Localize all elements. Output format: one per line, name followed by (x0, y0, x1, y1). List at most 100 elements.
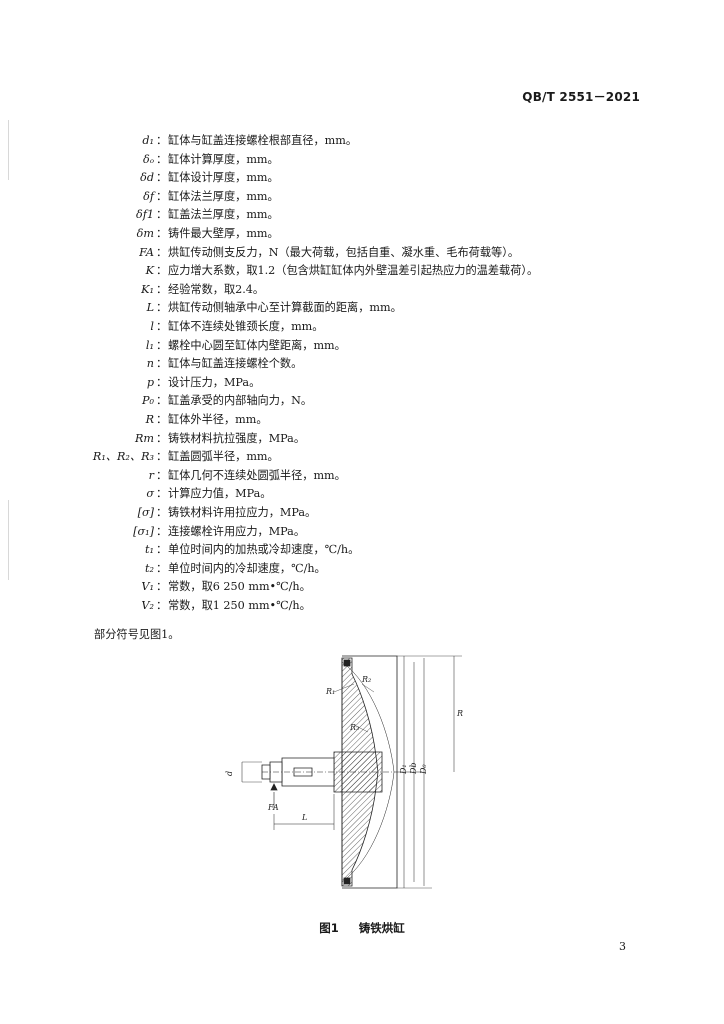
symbol-description: 烘缸传动侧支反力，N（最大荷载，包括自重、凝水重、毛布荷载等）。 (168, 245, 520, 259)
label-Do: D₀ (419, 764, 428, 775)
symbol-description: 缸盖圆弧半径，mm。 (168, 450, 279, 464)
symbol-description: 单位时间内的加热或冷却速度，℃/h。 (168, 543, 360, 557)
symbol-name: V₂ (141, 599, 154, 612)
symbol-description: 缸体法兰厚度，mm。 (168, 189, 279, 203)
symbol-row: δf：缸体法兰厚度，mm。 (0, 188, 724, 206)
symbol-name: l₁ (145, 338, 154, 352)
symbol-name: K₁ (141, 282, 154, 296)
symbol-description: 应力增大系数，取1.2（包含烘缸缸体内外壁温差引起热应力的温差载荷）。 (168, 264, 539, 278)
symbol-name: n (146, 357, 154, 371)
symbol-name: p (146, 375, 154, 389)
symbol-row: σ：计算应力值，MPa。 (0, 485, 724, 503)
symbol-name: Rm (134, 431, 154, 445)
symbol-description: 连接螺栓许用应力，MPa。 (168, 524, 306, 538)
label-L: L (301, 813, 307, 822)
symbol-row: d₁：缸体与缸盖连接螺栓根部直径，mm。 (0, 132, 724, 150)
label-R: R (456, 709, 463, 718)
symbol-separator: ： (156, 450, 168, 464)
symbol-separator: ： (156, 357, 168, 371)
label-FA: FA (267, 803, 279, 812)
symbol-row: K：应力增大系数，取1.2（包含烘缸缸体内外壁温差引起热应力的温差载荷）。 (0, 262, 724, 280)
symbol-row: [σ]：铸铁材料许用拉应力，MPa。 (0, 504, 724, 522)
symbol-name: δₒ (142, 152, 154, 166)
symbol-name: δf (143, 189, 154, 203)
symbol-name: [σ₁] (133, 524, 154, 538)
symbol-row: δm：铸件最大壁厚，mm。 (0, 225, 724, 243)
symbol-separator: ： (156, 375, 168, 389)
symbol-description: 铸件最大壁厚，mm。 (168, 227, 279, 240)
figure-caption: 图1 铸铁烘缸 (0, 920, 724, 936)
symbol-name: d₁ (142, 134, 154, 147)
symbol-separator: ： (156, 468, 168, 482)
label-D1: D₁ (399, 764, 408, 775)
symbol-row: V₁：常数，取6 250 mm•℃/h。 (0, 578, 724, 596)
symbol-description: 缸盖法兰厚度，mm。 (168, 208, 279, 222)
symbol-separator: ： (156, 301, 168, 315)
symbol-description: 常数，取1 250 mm•℃/h。 (168, 599, 311, 612)
dryer-cylinder-drawing: R₁ R₂ R₃ R D₁ Db D₀ d FA L (225, 655, 463, 889)
symbol-row: n：缸体与缸盖连接螺栓个数。 (0, 355, 724, 373)
symbol-separator: ： (156, 506, 168, 519)
symbol-separator: ： (156, 227, 168, 240)
symbol-name: t₂ (145, 561, 154, 575)
symbol-name: σ (146, 487, 154, 501)
symbol-name: R₁、R₂、R₃ (92, 450, 154, 464)
symbol-description: 设计压力，MPa。 (168, 375, 261, 389)
symbol-row: V₂：常数，取1 250 mm•℃/h。 (0, 597, 724, 615)
symbol-separator: ： (156, 580, 168, 594)
symbol-description: 烘缸传动侧轴承中心至计算截面的距离，mm。 (168, 301, 402, 315)
figure-reference-note: 部分符号见图1。 (94, 628, 180, 641)
symbol-row: K₁：经验常数，取2.4。 (0, 281, 724, 299)
label-R1: R₁ (325, 687, 335, 696)
symbol-row: Rm：铸铁材料抗拉强度，MPa。 (0, 430, 724, 448)
symbol-separator: ： (156, 134, 168, 147)
symbol-row: δₒ：缸体计算厚度，mm。 (0, 151, 724, 169)
symbol-description: 常数，取6 250 mm•℃/h。 (168, 580, 311, 594)
symbol-name: R (145, 413, 154, 426)
symbol-description: 缸体外半径，mm。 (168, 413, 268, 426)
symbol-separator: ： (156, 208, 168, 222)
symbol-separator: ： (156, 561, 168, 575)
symbol-separator: ： (156, 245, 168, 259)
symbol-name: [σ] (137, 506, 154, 519)
symbol-description: 缸体几何不连续处圆弧半径，mm。 (168, 468, 346, 482)
symbol-name: r (148, 468, 154, 482)
label-Db: Db (409, 762, 418, 775)
symbol-name: δd (140, 171, 154, 185)
symbol-separator: ： (156, 189, 168, 203)
symbol-row: r：缸体几何不连续处圆弧半径，mm。 (0, 467, 724, 485)
symbol-separator: ： (156, 599, 168, 612)
figure-title: 铸铁烘缸 (358, 921, 405, 935)
symbol-name: δf1 (136, 208, 154, 222)
symbol-row: R：缸体外半径，mm。 (0, 411, 724, 429)
symbol-row: L：烘缸传动侧轴承中心至计算截面的距离，mm。 (0, 299, 724, 317)
symbol-separator: ： (156, 152, 168, 166)
symbol-row: l₁：螺栓中心圆至缸体内壁距离，mm。 (0, 337, 724, 355)
symbol-row: FA：烘缸传动侧支反力，N（最大荷载，包括自重、凝水重、毛布荷载等）。 (0, 244, 724, 262)
symbol-description: 缸体与缸盖连接螺栓个数。 (168, 357, 303, 371)
symbol-separator: ： (156, 264, 168, 278)
symbol-description: 铸铁材料抗拉强度，MPa。 (168, 431, 306, 445)
symbol-row: [σ₁]：连接螺栓许用应力，MPa。 (0, 523, 724, 541)
symbol-name: L (146, 301, 154, 315)
symbol-separator: ： (156, 413, 168, 426)
symbol-row: p：设计压力，MPa。 (0, 374, 724, 392)
symbol-separator: ： (156, 431, 168, 445)
label-d: d (225, 771, 234, 776)
symbol-name: K (145, 264, 154, 278)
symbol-separator: ： (156, 524, 168, 538)
symbol-row: R₁、R₂、R₃：缸盖圆弧半径，mm。 (0, 448, 724, 466)
symbol-separator: ： (156, 320, 168, 333)
symbol-description: 缸体与缸盖连接螺栓根部直径，mm。 (168, 134, 358, 147)
symbol-description: 缸体设计厚度，mm。 (168, 171, 279, 185)
symbol-separator: ： (156, 543, 168, 557)
symbol-name: FA (139, 245, 154, 259)
symbol-name: δm (136, 227, 154, 240)
symbol-separator: ： (156, 282, 168, 296)
symbol-separator: ： (156, 171, 168, 185)
scan-artifact (8, 120, 9, 180)
symbol-description: 铸铁材料许用拉应力，MPa。 (168, 506, 317, 519)
standard-code: QB/T 2551－2021 (522, 90, 640, 104)
symbol-name: P₀ (141, 394, 154, 408)
